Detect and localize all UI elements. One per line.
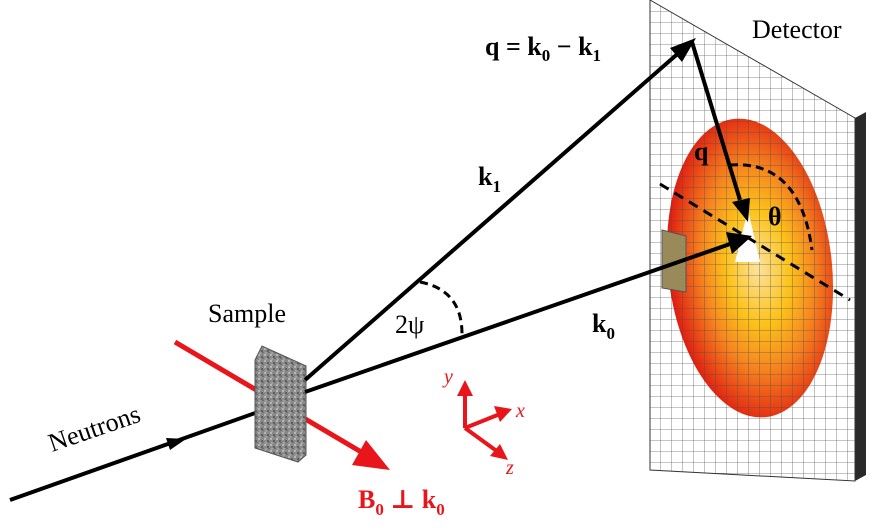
k1-beam bbox=[303, 48, 684, 382]
k0-arrowhead bbox=[726, 232, 752, 254]
k1-arrowhead bbox=[670, 38, 696, 62]
q-vector bbox=[690, 41, 742, 201]
axis-y-label: y bbox=[442, 366, 453, 388]
q-equation-label: q = k0 − k1 bbox=[485, 32, 601, 65]
axis-x-label: x bbox=[515, 400, 525, 422]
q-vector-arrowhead bbox=[732, 198, 750, 222]
two-psi-arc bbox=[419, 280, 464, 335]
theta-reference-line bbox=[659, 182, 851, 302]
k1-label: k1 bbox=[478, 162, 501, 196]
detector-side bbox=[855, 112, 866, 481]
detector-label: Detector bbox=[752, 15, 842, 44]
theta-arc bbox=[729, 163, 814, 251]
neutron-beam bbox=[9, 410, 259, 502]
q-vector-label: q bbox=[694, 137, 709, 166]
b0-label: B0 ⊥ k0 bbox=[358, 485, 445, 519]
k0-beam bbox=[304, 242, 731, 394]
theta-label: θ bbox=[768, 202, 782, 231]
field-arrowhead bbox=[352, 440, 390, 470]
axis-z-label: z bbox=[505, 457, 514, 479]
neutrons-label: Neutrons bbox=[45, 399, 145, 457]
k0-label: k0 bbox=[592, 309, 615, 343]
coordinate-axes bbox=[457, 380, 512, 460]
sample bbox=[254, 345, 307, 463]
neutron-beam-arrowhead bbox=[166, 438, 186, 450]
sample-label: Sample bbox=[208, 299, 286, 328]
two-psi-label: 2ψ bbox=[395, 310, 424, 339]
